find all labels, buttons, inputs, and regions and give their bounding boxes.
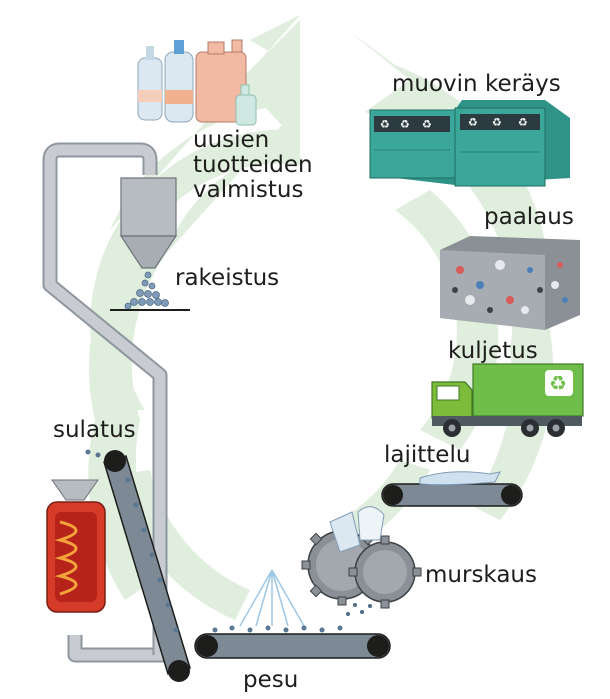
- plastic-bale-icon: [440, 236, 580, 330]
- svg-text:♻: ♻: [422, 118, 432, 131]
- step-label-melting: sulatus: [53, 418, 136, 443]
- step-label-sorting: lajittelu: [384, 443, 470, 468]
- step-label-baling: paalaus: [484, 205, 574, 230]
- svg-text:♻: ♻: [380, 118, 390, 131]
- step-label-washing: pesu: [243, 668, 298, 693]
- crusher-gears: [302, 507, 421, 616]
- svg-text:♻: ♻: [492, 116, 502, 129]
- new-products-illustration: [138, 40, 256, 125]
- step-label-crushing: murskaus: [425, 563, 537, 588]
- recycling-bins-icon: ♻ ♻ ♻ ♻ ♻ ♻: [370, 100, 570, 186]
- svg-text:♻: ♻: [518, 116, 528, 129]
- step-label-new-products: uusien tuotteiden valmistus: [193, 128, 313, 203]
- step-label-collection: muovin keräys: [392, 72, 561, 97]
- svg-text:♻: ♻: [400, 118, 410, 131]
- step-label-granulation: rakeistus: [175, 266, 279, 291]
- step-label-transport: kuljetus: [448, 339, 538, 364]
- svg-text:♻: ♻: [468, 116, 478, 129]
- recycle-icon: ♻: [549, 371, 567, 395]
